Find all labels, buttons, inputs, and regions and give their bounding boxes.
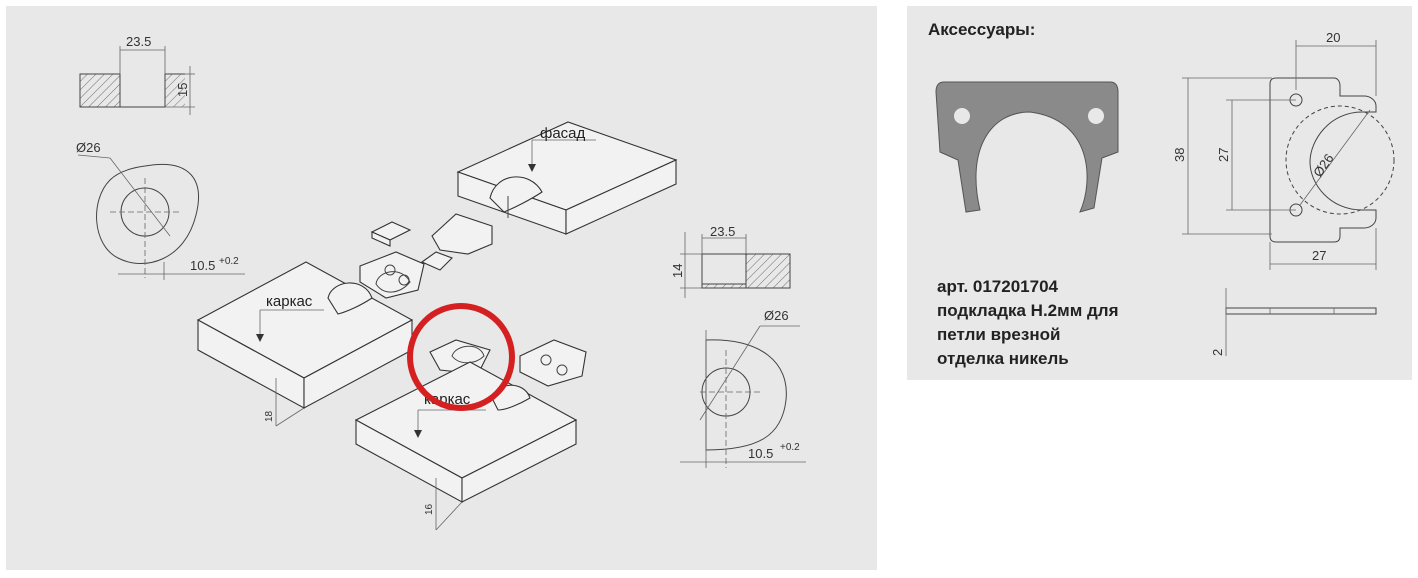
accessories-title: Аксессуары: — [928, 20, 1036, 39]
accessories-panel — [907, 6, 1412, 380]
dim-bottom-thickness: 16 — [424, 503, 435, 515]
dim-shim-diameter: Ø26 — [1310, 151, 1336, 180]
dim-shim-height: 38 — [1172, 148, 1187, 162]
mid-cross-section: 23.5 14 — [670, 224, 791, 298]
dim-right-diameter: Ø26 — [764, 308, 789, 323]
facade-board: фасад — [456, 121, 678, 235]
carcass-board-left: каркас 18 — [196, 261, 414, 427]
article-line: отделка никель — [937, 349, 1069, 368]
dim-shim-base-width: 27 — [1312, 248, 1326, 263]
hinge-assembly-upper — [359, 213, 493, 299]
dim-shim-hole-spacing: 27 — [1216, 148, 1231, 162]
dim-top-offset-tol: +0.2 — [219, 256, 239, 267]
shim-plate-image — [935, 81, 1119, 213]
article-line: подкладка H.2мм для — [937, 301, 1119, 320]
carcass-board-bottom: каркас 16 — [354, 361, 578, 531]
right-cup-outline: Ø26 10.5 +0.2 — [680, 308, 806, 468]
label-facade: фасад — [540, 125, 586, 142]
shim-technical-drawing: Ø26 20 38 27 27 2 — [1172, 30, 1395, 356]
dim-top-depth: 15 — [175, 83, 190, 97]
dim-top-offset: 10.5 — [190, 258, 215, 273]
label-carcass-left: каркас — [266, 293, 313, 310]
dim-right-offset: 10.5 — [748, 446, 773, 461]
dim-shim-width: 20 — [1326, 30, 1340, 45]
dim-right-offset-tol: +0.2 — [780, 442, 800, 453]
dim-mid-width: 23.5 — [710, 224, 735, 239]
article-line: петли врезной — [937, 325, 1061, 344]
dim-shim-thickness: 2 — [1210, 349, 1225, 356]
highlight-circle — [407, 303, 515, 411]
article-line: арт. 017201704 — [937, 277, 1058, 296]
top-cross-section: 23.5 15 — [79, 34, 195, 115]
dim-left-thickness: 18 — [264, 410, 275, 422]
dim-mid-depth: 14 — [670, 264, 685, 278]
dim-top-diameter: Ø26 — [76, 140, 101, 155]
article-description: арт. 017201704 подкладка H.2мм для петли… — [937, 275, 1119, 371]
top-cup-outline: Ø26 10.5 +0.2 — [76, 140, 245, 280]
hinge-assembly-lower — [429, 339, 587, 387]
dim-top-width: 23.5 — [126, 34, 151, 49]
